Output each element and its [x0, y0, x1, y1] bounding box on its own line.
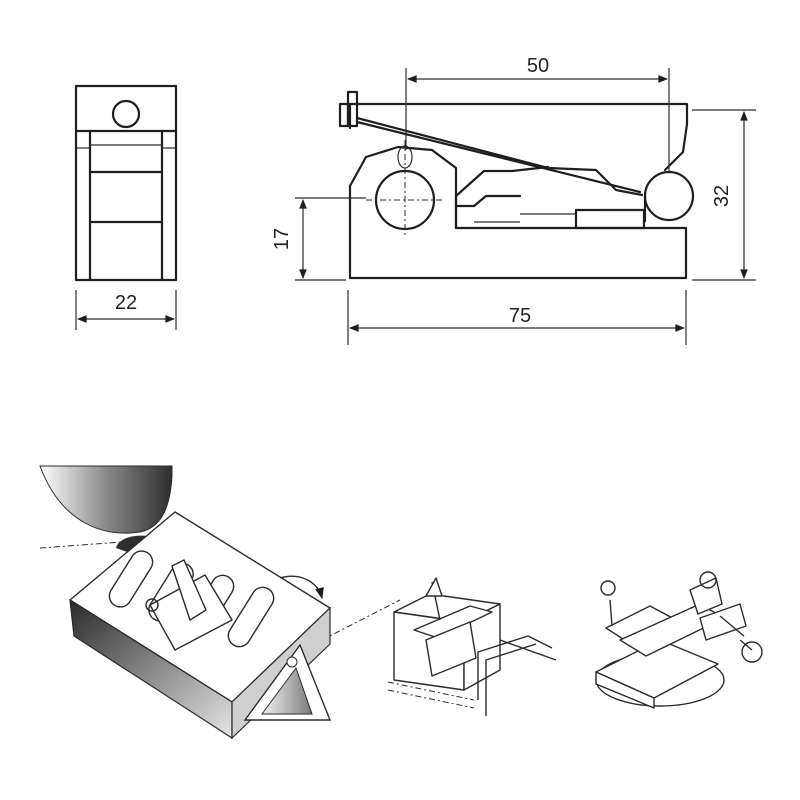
- grinding-wheel-illustration: [39, 465, 401, 740]
- dimension-height-total: 32: [692, 109, 756, 281]
- dimension-width-small: 22: [75, 290, 177, 330]
- dimension-label-22: 22: [115, 292, 137, 314]
- vice-setup-illustration: [387, 577, 557, 716]
- swivel-vice-illustration: [595, 571, 763, 709]
- end-view-drawing: [74, 84, 178, 282]
- dimension-label-32: 32: [711, 185, 733, 207]
- dimension-label-17: 17: [271, 228, 293, 250]
- dimension-top-length: 50: [405, 55, 670, 172]
- dimension-label-50: 50: [527, 55, 549, 77]
- dimension-label-75: 75: [509, 305, 531, 327]
- dimension-axis-height: 17: [271, 197, 366, 281]
- front-view-drawing: [338, 90, 695, 280]
- dimension-base-length: 75: [347, 290, 687, 345]
